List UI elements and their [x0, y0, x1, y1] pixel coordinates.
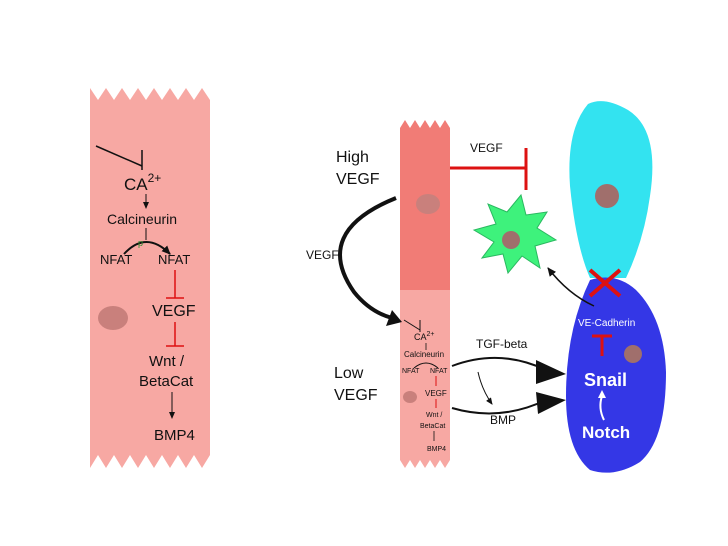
vegf-arrow-label: VEGF [306, 248, 339, 262]
low-vegf-label-line1: Low [334, 365, 364, 382]
small-bmp4-label: BMP4 [427, 446, 446, 453]
low-vegf-nucleus [403, 391, 417, 403]
bmp-arrow [451, 399, 547, 415]
small-ca-label: CA2+ [414, 331, 435, 342]
blue-cell [566, 277, 666, 473]
low-vegf-label-line2: VEGF [334, 387, 378, 404]
bmp4-label: BMP4 [154, 427, 195, 444]
vegf-label: VEGF [152, 303, 196, 320]
left-cell-nucleus [98, 306, 128, 330]
nfat-phospho-arrow [123, 241, 171, 255]
small-betacat-label: BetaCat [420, 423, 445, 430]
notch-to-snail-arrow [599, 395, 605, 421]
bmp-label: BMP [490, 413, 516, 427]
small-calcineurin-label: Calcineurin [404, 350, 444, 359]
ca-label: CA2+ [124, 171, 161, 194]
betacat-label: BetaCat [139, 373, 194, 390]
left-cell-body [90, 88, 210, 468]
small-nfat-right-label: NFAT [430, 368, 448, 375]
nfat-left-label: NFAT [100, 252, 132, 267]
high-vegf-label-line1: High [336, 149, 369, 166]
vegf-inhibit-label: VEGF [470, 141, 503, 155]
ca-entry-arrow [95, 145, 143, 167]
green-cell-nucleus [502, 231, 520, 249]
blue-cell-nucleus [624, 345, 642, 363]
high-vegf-label-line2: VEGF [336, 171, 380, 188]
ve-cadherin-label: VE-Cadherin [578, 318, 635, 329]
cyan-cell-nucleus [595, 184, 619, 208]
low-vegf-cell [400, 290, 450, 468]
calcineurin-label: Calcineurin [107, 211, 177, 227]
nfat-p-label: p [138, 238, 143, 248]
small-wnt-label: Wnt / [426, 412, 442, 419]
snail-label: Snail [584, 370, 627, 390]
tgf-beta-arrow [451, 356, 547, 371]
tgf-to-bmp-arrow [477, 371, 493, 405]
small-vegf-label: VEGF [425, 389, 447, 398]
wnt-label: Wnt / [149, 353, 185, 370]
tgf-beta-label: TGF-beta [476, 337, 528, 351]
nfat-right-label: NFAT [158, 252, 190, 267]
small-nfat-left-label: NFAT [402, 368, 420, 375]
emt-arrow [547, 267, 595, 307]
notch-label: Notch [582, 423, 630, 442]
vegf-curve-arrow [338, 196, 397, 320]
high-vegf-nucleus [416, 194, 440, 214]
